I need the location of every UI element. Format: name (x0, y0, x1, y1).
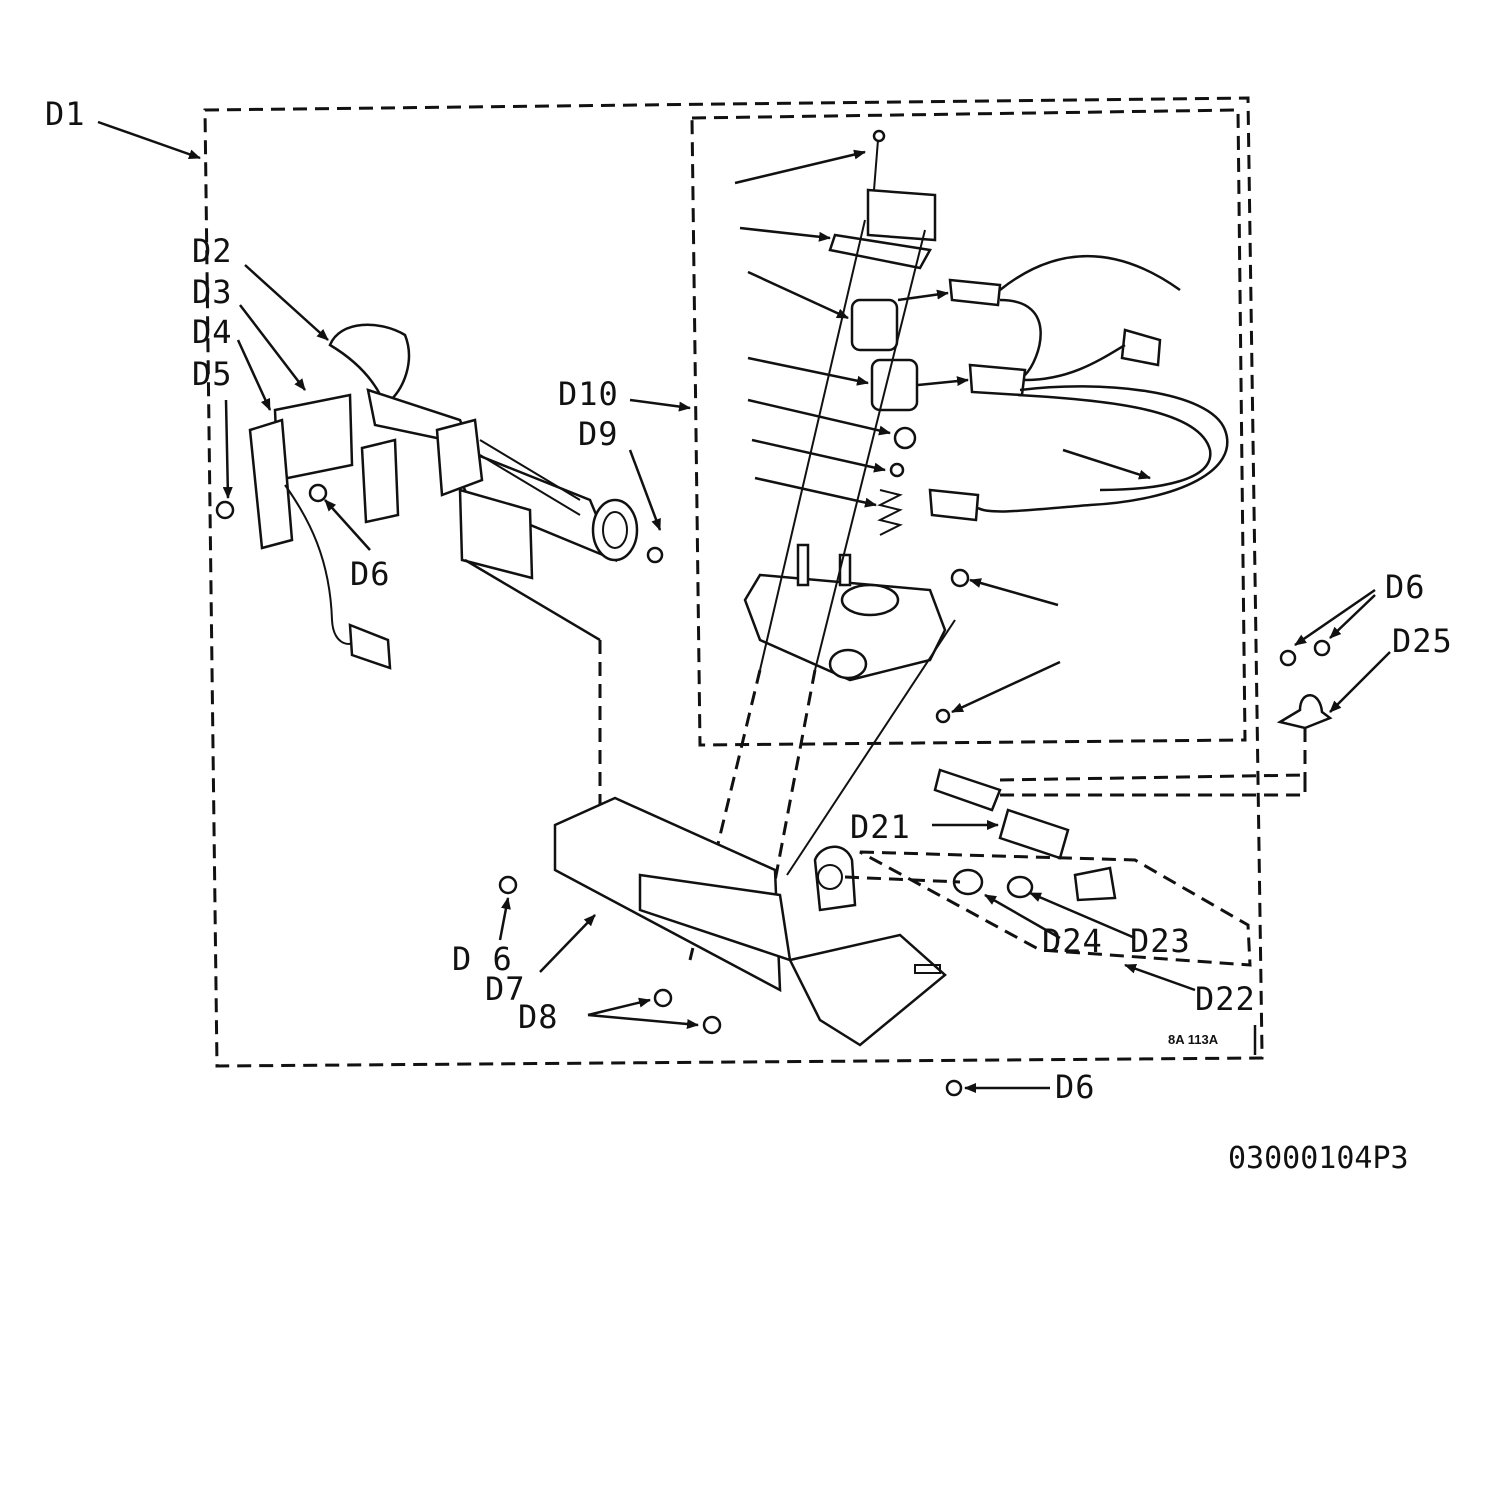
drawing-tag: 8A 113A (1168, 1032, 1219, 1047)
callout-d2: D2 (192, 232, 233, 270)
callout-d24: D24 (1042, 922, 1103, 960)
burner-tube-assembly (328, 323, 639, 563)
valve-stack-parts (828, 129, 937, 536)
wire-harness (928, 254, 1229, 522)
callout-d9: D9 (578, 415, 619, 453)
mounting-bracket (553, 796, 947, 1047)
callout-d25: D25 (1392, 622, 1453, 660)
callout-d1: D1 (45, 95, 86, 133)
callout-d21: D21 (850, 808, 911, 846)
callout-d8: D8 (518, 998, 559, 1036)
part-number: 03000104P3 (1228, 1141, 1409, 1176)
callout-d6-left: D6 (350, 555, 391, 593)
callout-d6-right: D6 (1385, 568, 1426, 606)
callout-d3: D3 (192, 273, 233, 311)
callout-d23: D23 (1130, 922, 1191, 960)
thermocouple-fittings (933, 768, 1117, 902)
callout-d22: D22 (1195, 980, 1256, 1018)
valve-kit-boundary (690, 108, 1247, 747)
leader-arrows (97, 120, 1391, 1093)
callout-d5: D5 (192, 355, 233, 393)
gas-valve-body (743, 543, 947, 682)
callout-d4: D4 (192, 313, 233, 351)
assembly-boundary-outer (203, 96, 1264, 1068)
left-bracket (215, 393, 400, 670)
shield-plate (458, 488, 534, 580)
callout-d10: D10 (558, 375, 619, 413)
pipe-clamp (1276, 639, 1333, 730)
callout-d6-bottom: D6 (1055, 1068, 1096, 1106)
callout-d7: D7 (485, 970, 526, 1008)
callout-d6-lower: D 6 (452, 940, 513, 978)
